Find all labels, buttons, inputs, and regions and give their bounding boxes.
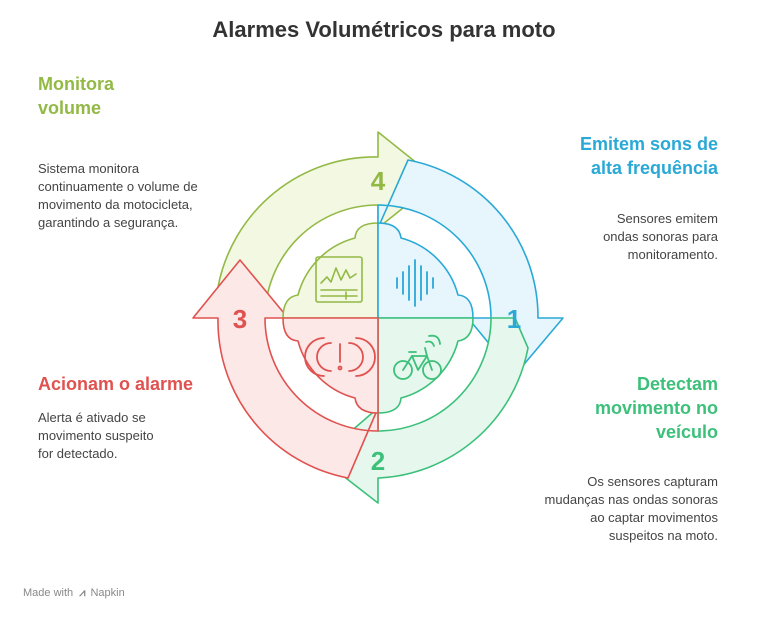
step-number-3: 3	[233, 304, 247, 334]
monitor-chart-icon	[315, 256, 363, 303]
step-2-heading-line: Detectam	[636, 374, 718, 394]
step-1-description: Sensores emitem ondas sonoras para monit…	[518, 210, 718, 264]
step-3-desc-line: for detectado.	[38, 446, 118, 461]
step-2-desc-line: mudanças nas ondas sonoras	[544, 492, 718, 507]
step-4-description: Sistema monitora continuamente o volume …	[38, 160, 238, 232]
step-1-desc-line: ondas sonoras para	[603, 229, 718, 244]
step-1-desc-line: monitoramento.	[627, 247, 718, 262]
step-1-heading: Emitem sons de alta frequência	[518, 132, 718, 180]
step-4-desc-line: continuamente o volume de	[38, 179, 198, 194]
step-3-desc-line: movimento suspeito	[38, 428, 154, 443]
bicycle-icon	[393, 334, 442, 380]
footer-brand: Napkin	[90, 587, 125, 599]
footer-made-with: Made with	[23, 587, 74, 599]
sound-wave-icon	[396, 259, 434, 307]
step-4-desc-line: movimento da motocicleta,	[38, 197, 193, 212]
step-4-block: Monitora volume Sistema monitora continu…	[38, 72, 238, 232]
step-number-1: 1	[507, 304, 521, 334]
step-2-desc-line: suspeitos na moto.	[608, 528, 718, 543]
step-2-desc-line: ao captar movimentos	[590, 510, 718, 525]
step-2-block: Detectam movimento no veículo Os sensore…	[498, 372, 718, 545]
step-2-heading-line: veículo	[655, 422, 718, 442]
step-2-heading: Detectam movimento no veículo	[498, 372, 718, 444]
step-2-heading-line: movimento no	[594, 398, 718, 418]
step-number-4: 4	[371, 166, 386, 196]
step-4-desc-line: garantindo a segurança.	[38, 215, 179, 230]
footer-credit: Made with ⩘ Napkin	[23, 587, 125, 600]
page-title: Alarmes Volumétricos para moto	[212, 17, 556, 42]
step-3-description: Alerta é ativado se movimento suspeito f…	[38, 409, 238, 463]
step-1-desc-line: Sensores emitem	[616, 211, 718, 226]
step-1-heading-line: alta frequência	[590, 158, 718, 178]
step-1-heading-line: Emitem sons de	[579, 134, 718, 154]
inner-segment-1	[377, 222, 474, 319]
step-3-desc-line: Alerta é ativado se	[38, 410, 146, 425]
step-3-heading-line: Acionam o alarme	[38, 374, 194, 394]
step-number-2: 2	[371, 446, 385, 476]
inner-segment-4	[282, 222, 379, 319]
step-2-desc-line: Os sensores capturam	[587, 474, 718, 489]
alarm-alert-icon	[304, 337, 376, 377]
napkin-logo-icon: ⩘	[79, 587, 86, 599]
step-3-heading: Acionam o alarme	[38, 372, 238, 396]
step-2-description: Os sensores capturam mudanças nas ondas …	[498, 473, 718, 545]
step-3-block: Acionam o alarme Alerta é ativado se mov…	[38, 372, 238, 463]
step-4-desc-line: Sistema monitora	[38, 161, 140, 176]
step-4-heading: Monitora volume	[38, 72, 238, 120]
inner-segment-3	[282, 317, 379, 414]
step-4-heading-line: Monitora	[38, 74, 114, 94]
step-1-block: Emitem sons de alta frequência Sensores …	[518, 132, 718, 264]
cycle-arrow-3	[192, 259, 379, 479]
step-4-heading-line: volume	[38, 98, 102, 118]
